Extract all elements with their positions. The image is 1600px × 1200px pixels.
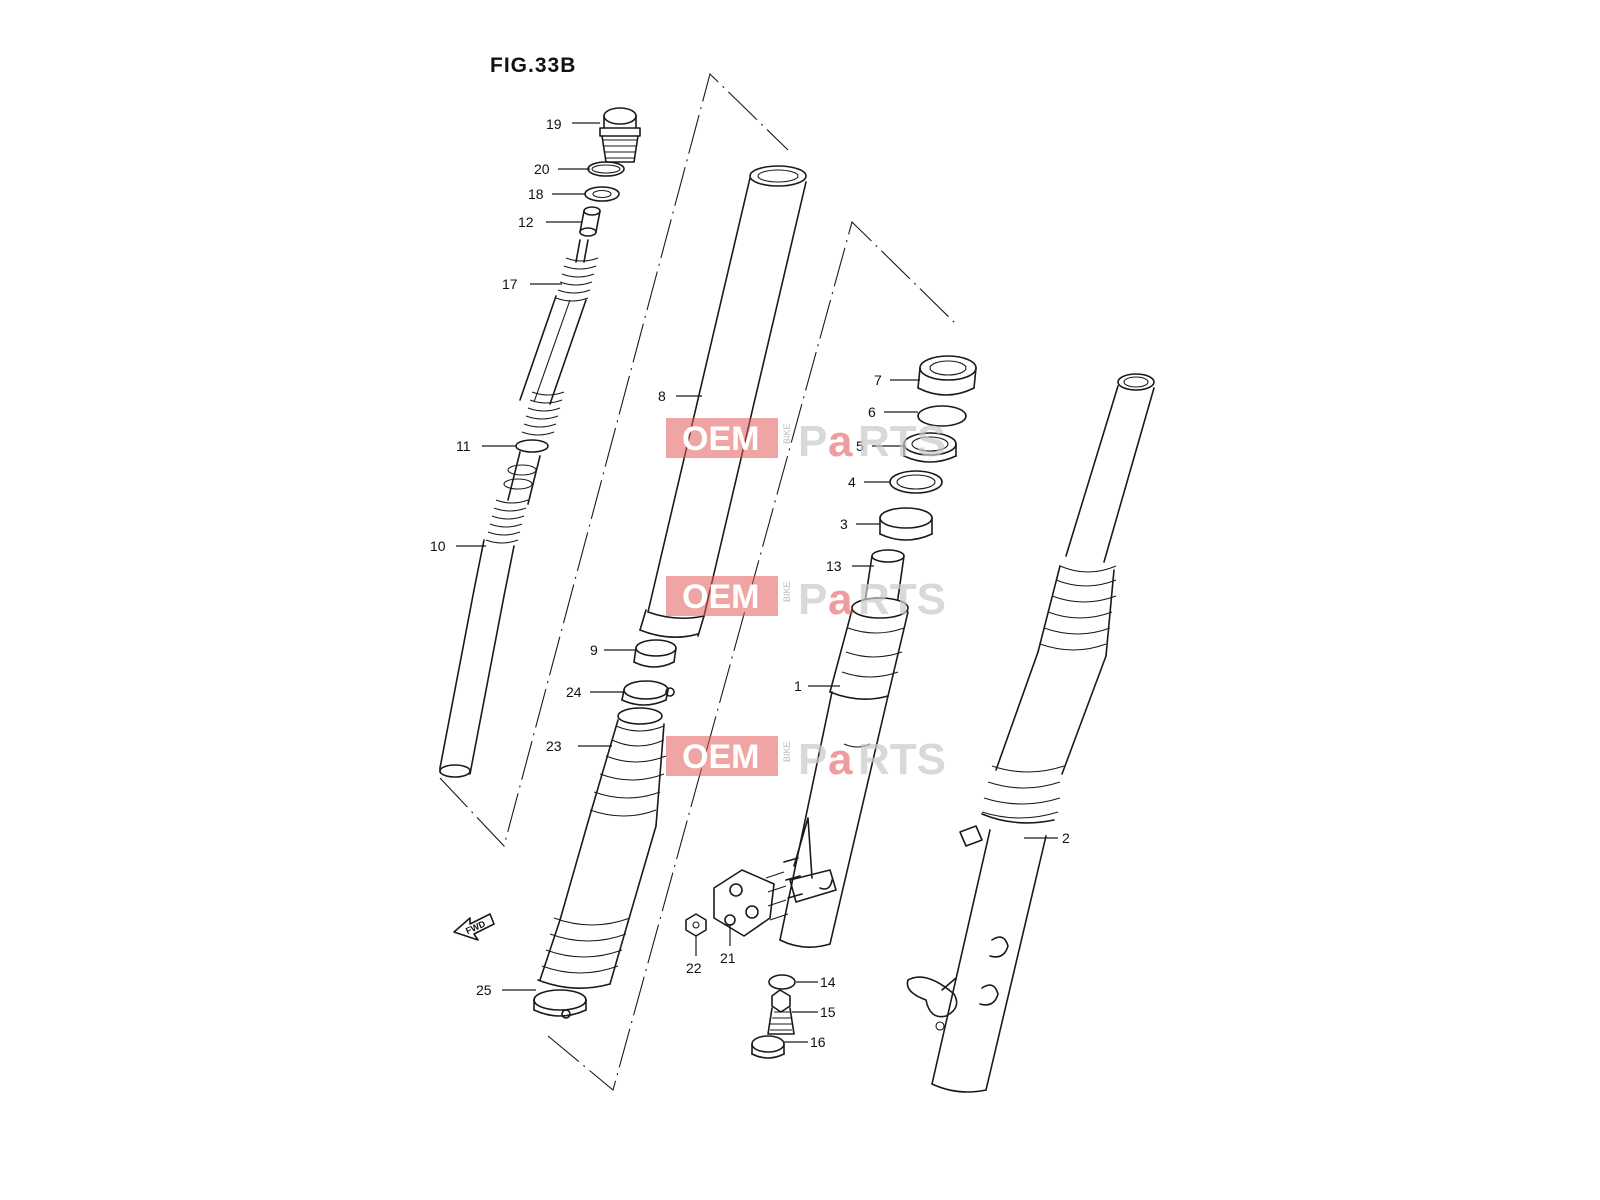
svg-text:OEM: OEM	[682, 420, 759, 458]
svg-text:P: P	[798, 575, 827, 624]
callout-10: 10	[430, 538, 446, 554]
boot-clamp-upper	[621, 680, 675, 706]
damper-rod-bolt	[767, 989, 795, 1035]
axle-holder	[713, 857, 803, 937]
callout-23: 23	[546, 738, 562, 754]
svg-text:a: a	[828, 735, 853, 784]
drain-washer	[751, 1035, 785, 1059]
callout-2: 2	[1062, 830, 1070, 846]
svg-text:RTS: RTS	[858, 575, 946, 624]
watermark-1: OEM BIKE P a RTS	[666, 417, 946, 466]
outer-tube	[779, 597, 909, 948]
svg-text:RTS: RTS	[858, 735, 946, 784]
callout-21: 21	[720, 950, 736, 966]
svg-text:P: P	[798, 735, 827, 784]
svg-text:a: a	[828, 417, 853, 466]
svg-text:P: P	[798, 417, 827, 466]
callout-13: 13	[826, 558, 842, 574]
figure-title: FIG.33B	[490, 54, 576, 77]
oil-seal	[917, 355, 977, 396]
piston-ring	[515, 439, 549, 453]
callout-15: 15	[820, 1004, 836, 1020]
watermark-3: OEM BIKE P a RTS	[666, 735, 946, 784]
front-fork-assembly	[906, 373, 1155, 1093]
svg-text:a: a	[828, 575, 853, 624]
svg-text:OEM: OEM	[682, 578, 759, 616]
callout-22: 22	[686, 960, 702, 976]
callout-19: 19	[546, 116, 562, 132]
callout-18: 18	[528, 186, 544, 202]
callout-25: 25	[476, 982, 492, 998]
damper-rod	[439, 451, 541, 778]
callout-5: 5	[856, 438, 864, 454]
fork-spring	[519, 239, 599, 436]
watermark-2: OEM BIKE P a RTS	[666, 575, 946, 624]
svg-text:BIKE: BIKE	[782, 423, 792, 444]
callout-8: 8	[658, 388, 666, 404]
callout-3: 3	[840, 516, 848, 532]
callout-11: 11	[456, 438, 471, 454]
washer	[584, 186, 620, 202]
fork-boot	[537, 707, 667, 989]
callout-4: 4	[848, 474, 856, 490]
boot-clamp-lower	[533, 989, 587, 1019]
callout-17: 17	[502, 276, 518, 292]
inner-tube	[639, 165, 807, 638]
callout-14: 14	[820, 974, 836, 990]
callout-9: 9	[590, 642, 598, 658]
callout-1: 1	[794, 678, 802, 694]
seal-stopper-ring	[917, 405, 967, 427]
slide-bushing	[633, 639, 677, 668]
spacer	[579, 206, 601, 237]
seal-washer	[889, 470, 943, 494]
svg-text:OEM: OEM	[682, 738, 759, 776]
svg-text:BIKE: BIKE	[782, 581, 792, 602]
cap-bolt	[599, 107, 641, 163]
callouts: 19 20 18 12 17 11 10 8 9 24 23 25 7 6 5 …	[430, 116, 1070, 1050]
svg-text:RTS: RTS	[858, 417, 946, 466]
slide-metal	[879, 507, 933, 541]
callout-12: 12	[518, 214, 534, 230]
o-ring	[587, 161, 625, 177]
axle-holder-nut	[685, 913, 707, 937]
svg-text:BIKE: BIKE	[782, 741, 792, 762]
fwd-direction-marker: FWD	[453, 913, 495, 941]
callout-20: 20	[534, 161, 550, 177]
callout-24: 24	[566, 684, 582, 700]
callout-16: 16	[810, 1034, 826, 1050]
drain-gasket	[768, 974, 796, 990]
callout-7: 7	[874, 372, 882, 388]
callout-6: 6	[868, 404, 876, 420]
assembly-guide-lines	[439, 72, 959, 1091]
